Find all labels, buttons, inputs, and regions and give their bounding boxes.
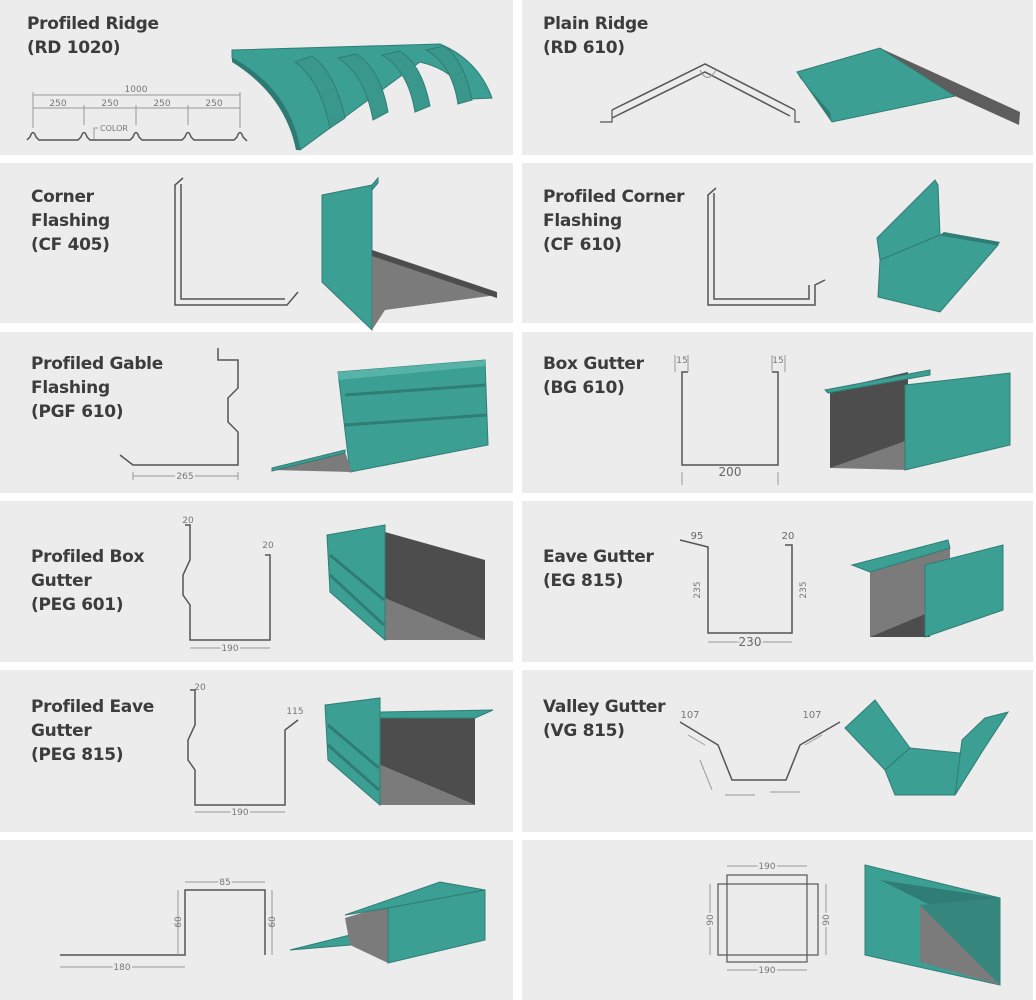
plain-ridge-drawing <box>600 63 800 123</box>
dimension-label: 250 <box>205 99 222 109</box>
dimension-label: 265 <box>176 472 193 482</box>
box-gutter-drawing: 15 15 200 <box>674 355 786 485</box>
dimension-label: 90 <box>822 914 832 926</box>
title-line: (BG 610) <box>543 378 625 398</box>
dimension-label: 60 <box>268 916 278 928</box>
dimension-label: 115 <box>286 707 303 717</box>
downpipe-3d <box>864 864 1001 986</box>
hat-flashing-3d <box>289 881 486 964</box>
title-line: (EG 815) <box>543 571 624 591</box>
title-line: (RD 1020) <box>27 38 121 58</box>
title-line: Flashing <box>31 211 110 231</box>
eave-gutter-3d <box>850 539 1004 638</box>
dimension-label: 107 <box>802 710 821 721</box>
product-title: Eave Gutter (EG 815) <box>543 545 654 593</box>
title-line: (PEG 815) <box>31 745 124 765</box>
profiled-eave-gutter-drawing: 20 115 190 <box>187 683 304 820</box>
valley-gutter-3d <box>844 699 1010 796</box>
dimension-label: 20 <box>782 531 795 542</box>
dimension-label: 1000 <box>125 85 148 95</box>
title-line: (CF 405) <box>31 235 110 255</box>
downpipe-drawing: 190 90 90 190 <box>704 860 834 978</box>
profiled-gable-flashing-drawing: 265 <box>119 348 239 484</box>
dimension-label: 107 <box>680 710 699 721</box>
title-line: Profiled Box <box>31 547 145 567</box>
dimension-label: 20 <box>262 541 274 551</box>
profiled-corner-flashing-drawing <box>707 187 826 306</box>
profiled-box-gutter-3d <box>326 524 485 642</box>
title-line: (RD 610) <box>543 38 625 58</box>
product-title: Box Gutter (BG 610) <box>543 352 644 400</box>
dimension-label: 60 <box>174 916 184 928</box>
profiled-ridge-3d <box>231 43 493 151</box>
dimension-label: 190 <box>231 808 248 818</box>
color-label: COLOR <box>100 124 128 133</box>
dimension-label: 190 <box>758 862 775 872</box>
dimension-label: 85 <box>219 878 230 888</box>
title-line: Box Gutter <box>543 354 644 374</box>
dimension-label: 180 <box>113 963 130 973</box>
profiled-corner-flashing-3d <box>876 179 1000 313</box>
title-line: Valley Gutter <box>543 697 666 717</box>
dimension-label: 250 <box>49 99 66 109</box>
product-title: Profiled Ridge (RD 1020) <box>27 12 159 60</box>
title-line: Eave Gutter <box>543 547 654 567</box>
dimension-label: 235 <box>799 581 809 598</box>
product-title: Valley Gutter (VG 815) <box>543 695 666 743</box>
title-line: (CF 610) <box>543 235 622 255</box>
dimension-label: 15 <box>772 356 783 366</box>
dimension-label: 250 <box>101 99 118 109</box>
product-card-plain-ridge <box>522 0 1033 155</box>
dimension-label: 20 <box>194 683 206 693</box>
dimension-label: 230 <box>739 635 762 649</box>
title-line: Profiled Gable <box>31 354 163 374</box>
title-line: Profiled Eave <box>31 697 154 717</box>
dimension-label: 190 <box>221 644 238 654</box>
profiled-ridge-drawing: 1000 250 250 250 250 COLOR <box>26 85 248 142</box>
title-line: (VG 815) <box>543 721 625 741</box>
valley-gutter-drawing: 107 107 <box>679 710 841 796</box>
corner-flashing-3d <box>321 176 497 332</box>
profiled-box-gutter-drawing: 20 20 190 <box>182 516 274 656</box>
dimension-label: 20 <box>182 516 194 526</box>
plain-ridge-3d <box>796 47 1020 125</box>
eave-gutter-drawing: 95 20 235 235 230 <box>679 531 809 651</box>
profiled-gable-flashing-3d <box>271 359 489 473</box>
dimension-label: 95 <box>691 531 704 542</box>
dimension-label: 235 <box>693 581 703 598</box>
title-line: Flashing <box>31 378 110 398</box>
hat-flashing-drawing: 85 60 60 180 <box>60 876 278 975</box>
title-line: Profiled Corner <box>543 187 685 207</box>
title-line: (PGF 610) <box>31 402 124 422</box>
box-gutter-3d <box>823 369 1011 471</box>
title-line: Gutter <box>31 571 92 591</box>
title-line: Corner <box>31 187 94 207</box>
product-title: Plain Ridge (RD 610) <box>543 12 648 60</box>
dimension-label: 250 <box>153 99 170 109</box>
dimension-label: 190 <box>758 966 775 976</box>
title-line: Flashing <box>543 211 622 231</box>
dimension-label: 200 <box>719 465 742 479</box>
title-line: Plain Ridge <box>543 14 649 34</box>
title-line: Gutter <box>31 721 92 741</box>
product-card-valley-gutter <box>522 670 1033 832</box>
profiled-eave-gutter-3d <box>324 697 494 807</box>
corner-flashing-drawing <box>174 177 299 306</box>
title-line: Profiled Ridge <box>27 14 159 34</box>
title-line: (PEG 601) <box>31 595 124 615</box>
dimension-label: 15 <box>676 356 687 366</box>
dimension-label: 90 <box>706 914 716 926</box>
